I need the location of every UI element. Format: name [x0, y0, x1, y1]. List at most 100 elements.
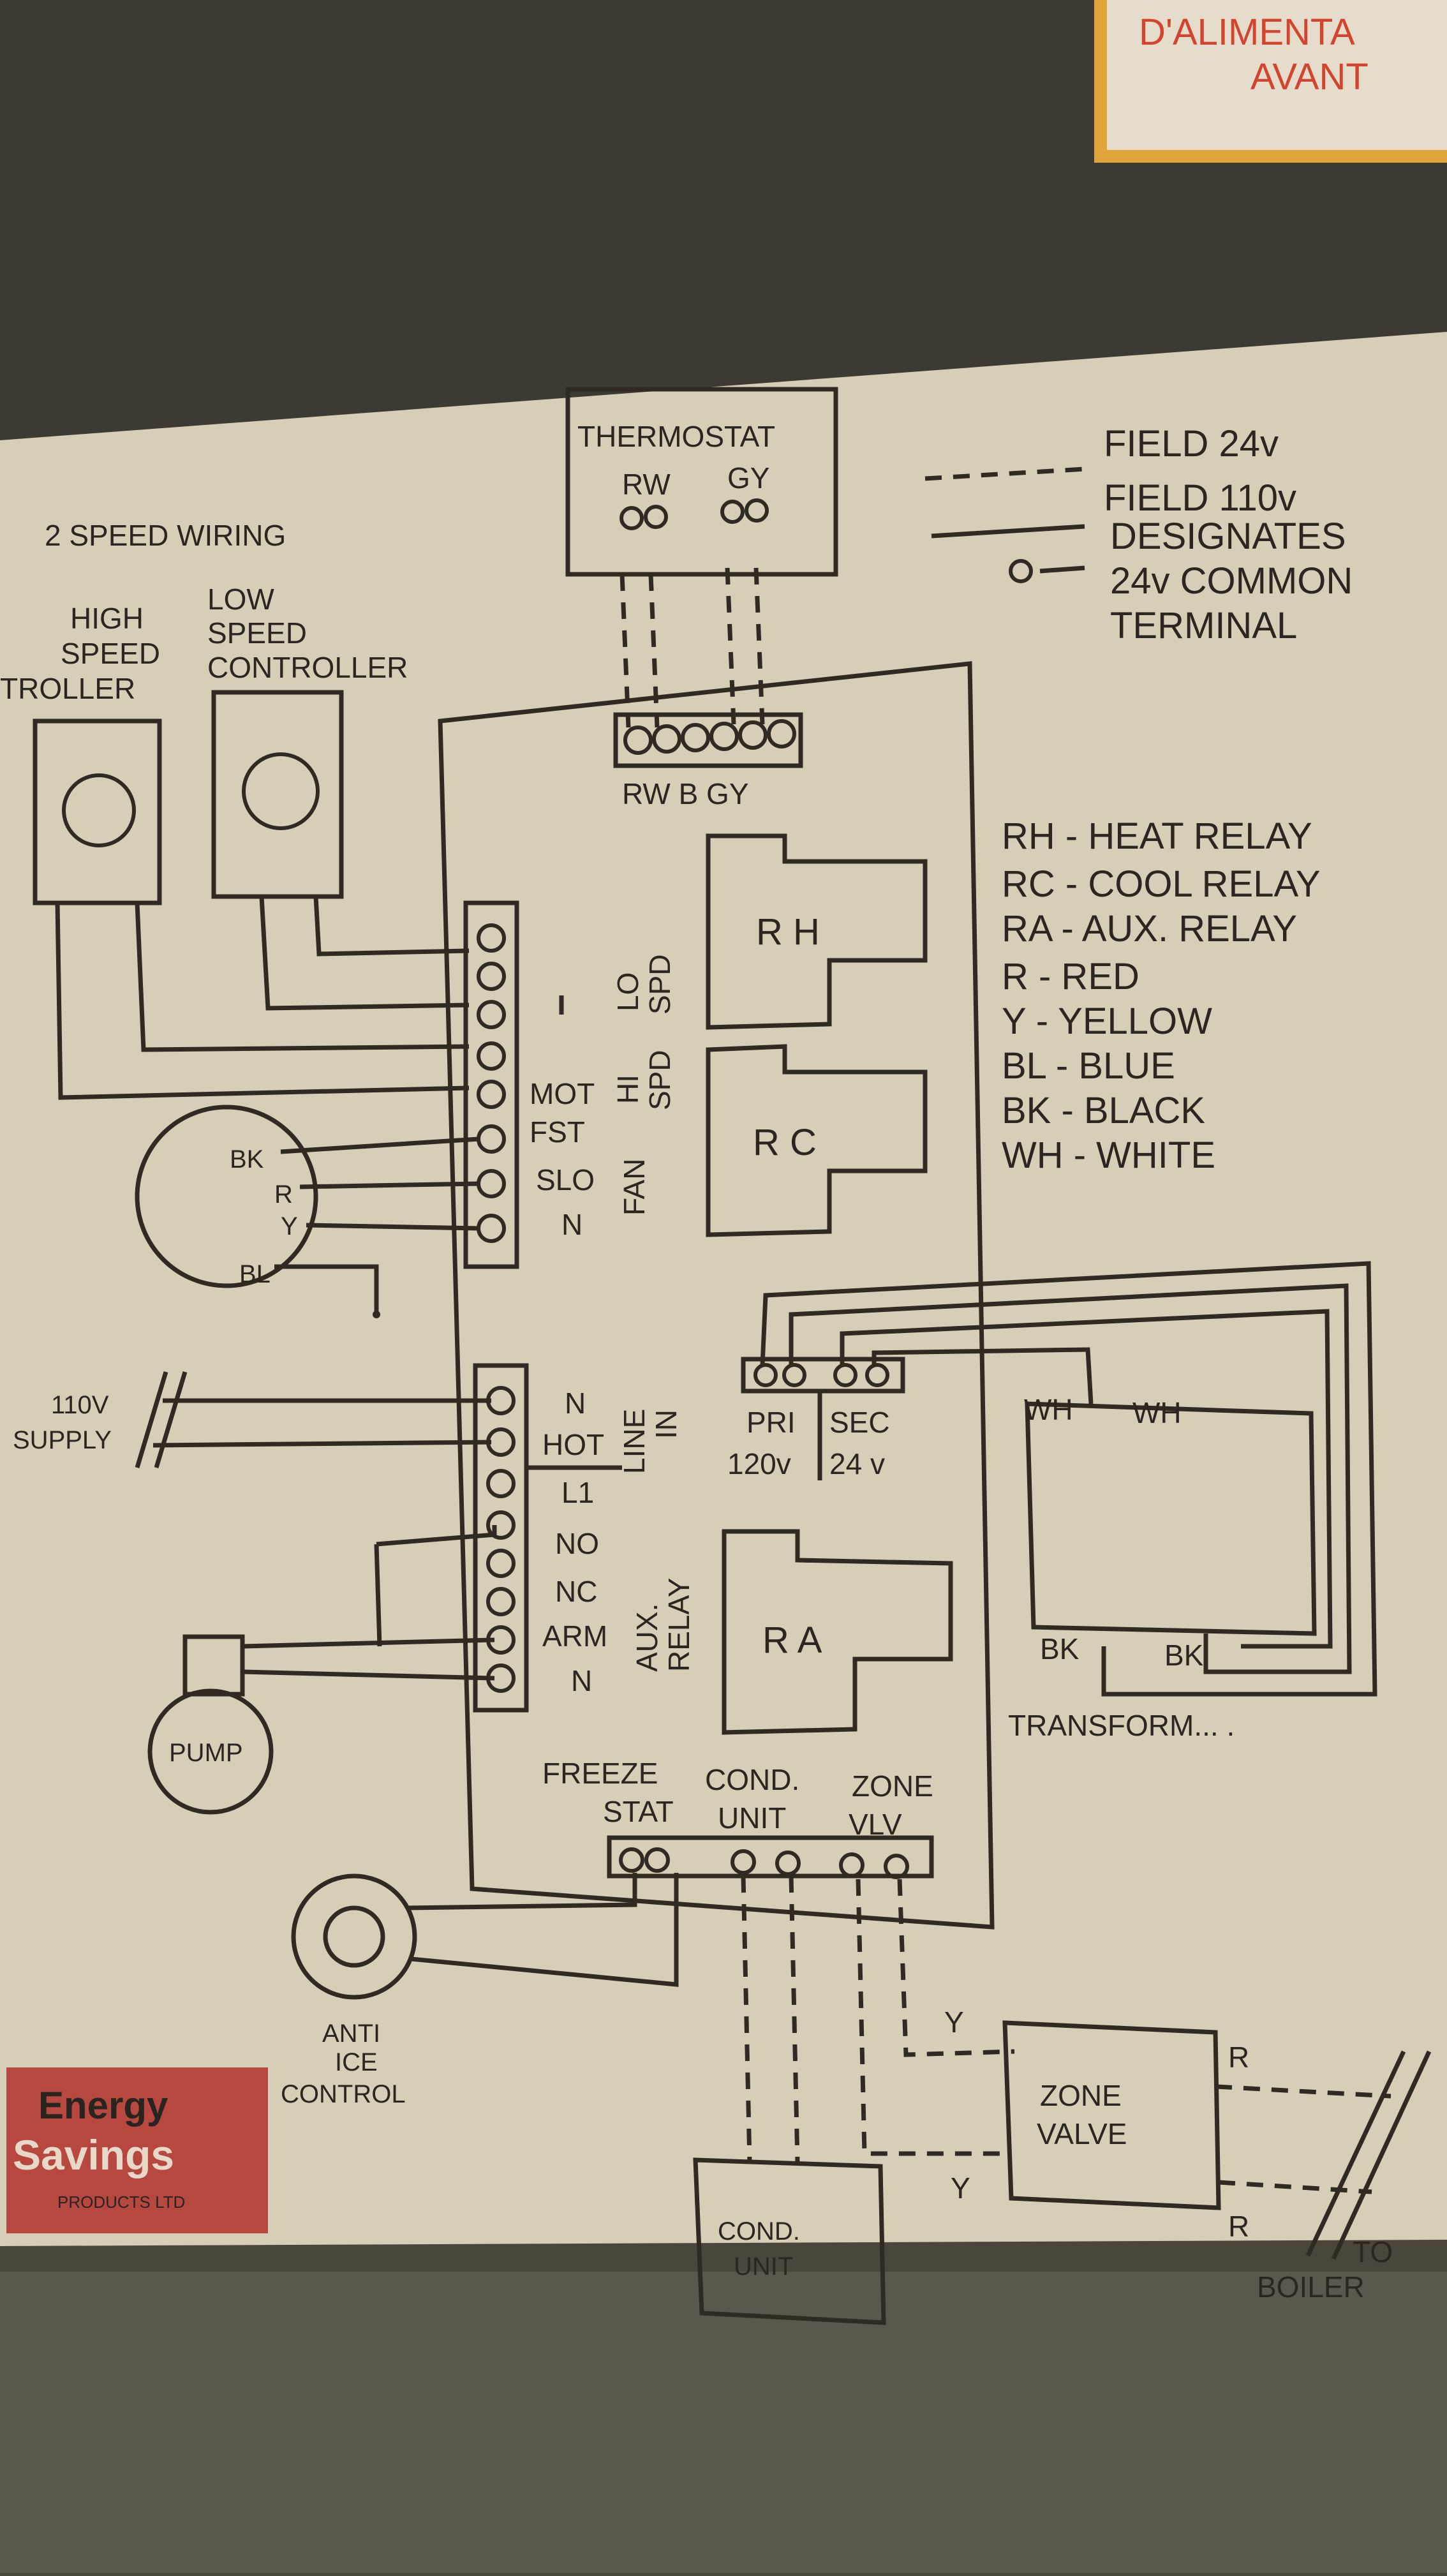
to-boiler-label-2: BOILER — [1257, 2270, 1365, 2304]
logo-line-3: PRODUCTS LTD — [57, 2193, 185, 2212]
freeze-stat-label-1: FREEZE — [542, 1757, 658, 1790]
control-panel-outline — [438, 661, 995, 1930]
controller-wires — [55, 896, 470, 1100]
thermostat-rw: RW — [622, 468, 671, 501]
low-speed-controller: LOW SPEED CONTROLLER — [207, 583, 408, 899]
line-n2-label: N — [571, 1664, 592, 1697]
transformer-wh2: WH — [1132, 1396, 1182, 1429]
key-r: R - RED — [1002, 956, 1139, 997]
key-ra: RA - AUX. RELAY — [1002, 908, 1297, 949]
thermostat-gy: GY — [727, 461, 769, 495]
relay-nc-label: NC — [555, 1575, 597, 1608]
motor-wire-y: Y — [281, 1212, 298, 1240]
background-bottom — [0, 2272, 1447, 2573]
high-speed-label-1: HIGH — [70, 602, 144, 635]
mot-label: MOT — [530, 1077, 595, 1110]
transformer-wh1: WH — [1024, 1393, 1073, 1426]
zone-vlv-label-2: VLV — [849, 1808, 902, 1841]
zone-vlv-label-1: ZONE — [852, 1769, 933, 1803]
legend-field-24v: FIELD 24v — [1104, 423, 1279, 465]
legend: FIELD 24v FIELD 110v DESIGNATES 24v COMM… — [924, 423, 1353, 646]
corner-text-1: D'ALIMENTA — [1139, 11, 1355, 53]
diagram-title: 2 SPEED WIRING — [45, 519, 286, 552]
terminal-block-label: RW B GY — [622, 777, 749, 810]
low-speed-label-1: LOW — [207, 583, 274, 616]
motor-wire-bk: BK — [230, 1145, 264, 1173]
freeze-stat-label-2: STAT — [603, 1795, 674, 1828]
n-fan-label: N — [561, 1208, 583, 1241]
key-bl: BL - BLUE — [1002, 1045, 1175, 1087]
corner-label: D'ALIMENTA AVANT — [1094, 0, 1447, 163]
legend-designates-2: 24v COMMON — [1110, 560, 1353, 602]
energy-savings-logo: Energy Savings PRODUCTS LTD — [6, 2067, 268, 2233]
relay-arm-label: ARM — [542, 1619, 607, 1653]
key-bk: BK - BLACK — [1002, 1090, 1205, 1131]
diagram-paper — [0, 332, 1447, 2246]
pump: PUMP — [147, 1525, 497, 1815]
fan-motor: BK R Y BL — [135, 1105, 479, 1318]
legend-designates-1: DESIGNATES — [1110, 516, 1346, 557]
bottom-terminal-block: FREEZE STAT COND. UNIT ZONE VLV — [542, 1757, 934, 1879]
cool-relay: R C — [706, 1044, 928, 1237]
key-wh: WH - WHITE — [1002, 1135, 1215, 1176]
line-in-label-1: LINE — [618, 1409, 651, 1474]
zone-valve-label-1: ZONE — [1040, 2079, 1122, 2112]
logo-line-1: Energy — [38, 2084, 168, 2127]
zone-wire-r1: R — [1228, 2041, 1249, 2074]
supply: 110V SUPPLY — [13, 1371, 492, 1469]
transformer: PRI SEC 120v 24 v WH WH BK BK TRANSFORM.… — [727, 1261, 1377, 1742]
motor-wire-bl: BL — [239, 1260, 271, 1288]
fan-label: FAN — [618, 1159, 651, 1216]
to-boiler-label-1: TO — [1353, 2235, 1393, 2268]
supply-label-2: SUPPLY — [13, 1426, 112, 1454]
transformer-label: TRANSFORM... . — [1008, 1709, 1235, 1742]
fst-label: FST — [530, 1115, 585, 1149]
heat-relay: R H — [706, 833, 928, 1030]
line-n-label: N — [565, 1387, 586, 1420]
low-speed-label-2: SPEED — [207, 616, 307, 650]
motor-wire-r: R — [274, 1180, 293, 1209]
transformer-pri: PRI — [746, 1406, 796, 1439]
anti-ice-label-3: CONTROL — [281, 2080, 406, 2108]
transformer-bk2: BK — [1164, 1639, 1204, 1672]
logo-line-2: Savings — [13, 2131, 174, 2178]
key-rh: RH - HEAT RELAY — [1002, 815, 1312, 857]
aux-relay-label-1: AUX. — [630, 1604, 664, 1672]
zone-wire-r2: R — [1228, 2210, 1249, 2243]
transformer-sec-voltage: 24 v — [829, 1447, 885, 1480]
thermostat-terminal-block: RW B GY — [613, 712, 803, 810]
anti-ice-control: ANTI ICE CONTROL — [281, 1873, 679, 2108]
zone-valve-wires — [856, 1879, 1015, 2156]
line-l1-label: L1 — [561, 1476, 594, 1509]
hi-spd-label-2: SPD — [643, 1050, 676, 1110]
thermostat-label: THERMOSTAT — [577, 420, 775, 453]
relay-no-label: NO — [555, 1527, 599, 1560]
ra-label: R A — [762, 1619, 822, 1661]
cond-unit-box-label-2: UNIT — [734, 2252, 793, 2281]
anti-ice-label-1: ANTI — [322, 2020, 380, 2048]
anti-ice-label-2: ICE — [335, 2048, 378, 2076]
line-hot-label: HOT — [542, 1428, 604, 1461]
cond-unit-label-1: COND. — [705, 1763, 799, 1796]
cond-unit-box-label-1: COND. — [718, 2217, 800, 2245]
key-y: Y - YELLOW — [1002, 1001, 1212, 1042]
high-speed-label-3: TROLLER — [0, 672, 135, 705]
relay-key: RH - HEAT RELAY RC - COOL RELAY RA - AUX… — [1002, 815, 1321, 1176]
key-rc: RC - COOL RELAY — [1002, 863, 1321, 905]
zone-valve-label-2: VALVE — [1037, 2117, 1127, 2150]
common-terminal-icon — [1009, 559, 1033, 583]
corner-text-2: AVANT — [1250, 56, 1369, 98]
thermostat: THERMOSTAT RW GY — [565, 387, 838, 577]
legend-field-110v: FIELD 110v — [1104, 477, 1296, 519]
low-speed-label-3: CONTROLLER — [207, 651, 408, 684]
supply-label-1: 110V — [51, 1391, 109, 1419]
rh-label: R H — [756, 911, 820, 953]
slo-label: SLO — [536, 1163, 595, 1196]
transformer-pri-voltage: 120v — [727, 1447, 791, 1480]
zone-wire-y2: Y — [951, 2171, 970, 2205]
aux-relay: R A — [722, 1529, 953, 1735]
lo-spd-label-2: SPD — [643, 954, 676, 1015]
boiler-wires — [1215, 2084, 1391, 2194]
transformer-bk1: BK — [1040, 1632, 1080, 1665]
